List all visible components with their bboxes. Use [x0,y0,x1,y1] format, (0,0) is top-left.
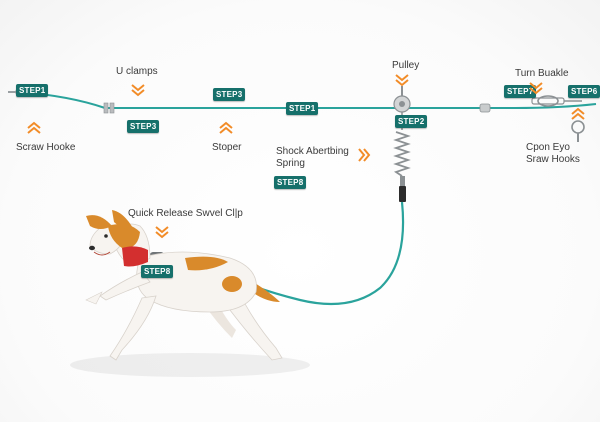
badge-step8-collar: STEP8 [141,265,174,278]
label-turn-buckle: Turn Buakle [515,68,569,79]
dog-illustration [85,210,283,361]
open-eye-hook-right [571,120,585,142]
badge-step6-right: STEP6 [568,85,600,98]
label-open-eye-screw-hooks: Cpon Eyo Sraw Hooks [526,142,580,165]
label-stopper: Stoper [212,142,242,153]
label-shock-absorbing-spring: Shock Abertbing Spring [276,146,349,169]
floor-shadow [70,353,310,377]
chevron-down-icon [155,226,169,239]
badge-step1-mid: STEP1 [286,102,319,115]
chevron-down-icon [395,74,409,87]
badge-step2-pulley: STEP2 [395,115,428,128]
label-pulley: Pulley [392,60,420,71]
label-quick-release-swivel-clip: Quick Release Swvel Cl|p [128,208,243,219]
chevron-up-icon [219,121,233,134]
u-clamp [103,102,115,114]
label-screw-hooks-left: Scraw Hooke [16,142,76,153]
badge-step3-uclamp: STEP3 [127,120,160,133]
badge-step3-stopper: STEP3 [213,88,246,101]
chevron-down-icon [529,82,543,95]
label-u-clamps: U clamps [116,66,158,77]
chevron-up-icon [27,121,41,134]
badge-step7-right: STEP7 [504,85,537,98]
chevron-down-icon [131,84,145,97]
chevron-right-icon [358,148,371,162]
badge-step1-left: STEP1 [16,84,49,97]
badge-step8-spring: STEP8 [274,176,307,189]
pulley [393,86,411,113]
turn-buckle [479,95,582,113]
chevron-up-icon [571,107,585,120]
